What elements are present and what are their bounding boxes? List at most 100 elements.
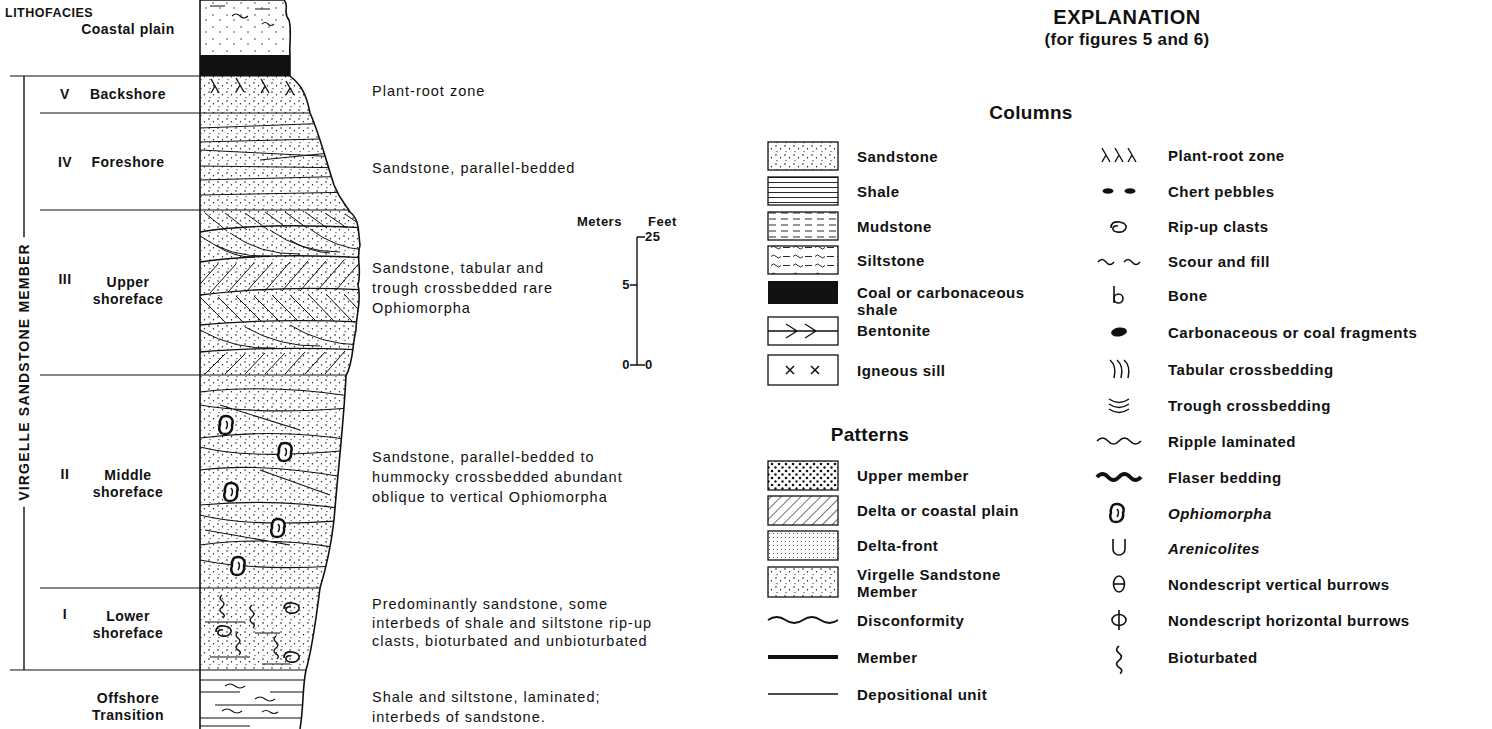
legend-label: Plant-root zone [1168, 147, 1285, 164]
plant-root-symbol [1102, 148, 1110, 162]
coal-bed [200, 55, 370, 76]
scale-unit: Feet [648, 214, 677, 230]
arenicolites-symbol [1113, 539, 1125, 555]
delta-front-swatch [768, 531, 838, 560]
unit-number: I [63, 606, 67, 623]
scour-fill-symbol [1098, 260, 1140, 265]
legend-label: Tabular crossbedding [1168, 361, 1334, 378]
legend-label: Arenicolites [1168, 540, 1260, 557]
offshore-laminae [200, 680, 310, 726]
column-outline [200, 0, 360, 729]
lower-shoreface-marks [220, 595, 224, 618]
disconformity-line [768, 617, 838, 623]
legend-label: Carbonaceous or coal fragments [1168, 324, 1417, 341]
upper-shoreface-crossbedding [205, 212, 365, 231]
offshore-laminae [200, 680, 310, 726]
ophiomorpha-burrows [231, 557, 244, 575]
chert-pebble-symbol [1103, 188, 1136, 194]
sandstone-swatch [768, 142, 838, 170]
upper-shoreface-crossbedding [200, 325, 360, 348]
facies-description: Sandstone, tabular and trough crossbedde… [372, 258, 577, 318]
scale-number: 0 [622, 357, 630, 373]
delta-coastal-plain-swatch [768, 496, 838, 525]
upper-shoreface-crossbedding [200, 229, 365, 257]
column-heading: LITHOFACIES [5, 5, 93, 21]
ophiomorpha-burrows [278, 443, 291, 461]
member-name: VIRGELLE SANDSTONE MEMBER [16, 243, 32, 501]
lithofacies-name: Foreshore [92, 154, 165, 171]
vertical-burrow-symbol [1114, 576, 1125, 592]
upper-shoreface-crossbedding [192, 260, 362, 293]
plant-root-marks [211, 79, 219, 93]
unit-number: IV [58, 154, 72, 171]
middle-shoreface-hummocky-bedding [200, 389, 350, 568]
plant-root-symbol [1115, 148, 1123, 162]
unit-number: II [61, 466, 70, 483]
foreshore-bedding [200, 122, 360, 195]
legend-label: Bentonite [857, 322, 931, 339]
upper-shoreface-crossbedding [192, 212, 368, 374]
middle-shoreface-hummocky-bedding [200, 389, 350, 568]
plant-root-symbol [1102, 148, 1136, 162]
lower-shoreface-marks [284, 652, 299, 662]
flaser-symbol [1097, 474, 1141, 480]
plant-root-marks [286, 81, 294, 95]
bone-symbol [1114, 286, 1123, 303]
member-bracket [23, 76, 24, 237]
coastal-plain-marks [210, 6, 274, 26]
bioturbated-symbol [1117, 646, 1122, 674]
upper-member-swatch [768, 461, 838, 490]
legend-label: Disconformity [857, 612, 964, 629]
legend-samples [768, 142, 838, 694]
legend-label: Siltstone [857, 252, 925, 269]
legend-label: Upper member [857, 467, 969, 484]
unit-boundaries [200, 76, 370, 670]
ophiomorpha-burrows [219, 416, 291, 575]
plant-root-marks [261, 79, 269, 93]
ophiomorpha-symbol [1110, 504, 1123, 522]
legend-label: Mudstone [857, 218, 932, 235]
legend-label: Ripple laminated [1168, 433, 1296, 450]
upper-shoreface-crossbedding [205, 351, 345, 374]
sandstone-fill [200, 76, 370, 670]
plant-root-symbol [1128, 148, 1136, 162]
ophiomorpha-burrows [219, 416, 232, 434]
coastal-plain-fill [200, 0, 370, 55]
lithofacies-name: Backshore [90, 86, 166, 103]
scale-bar [630, 237, 645, 365]
trough-crossbedding-symbol [1109, 399, 1129, 413]
lower-shoreface-marks [250, 605, 254, 628]
horizontal-burrow-symbol [1112, 610, 1126, 630]
legend-label: Scour and fill [1168, 253, 1270, 270]
legend-label: Virgelle Sandstone Member [857, 566, 1052, 600]
legend-label: Nondescript vertical burrows [1168, 576, 1390, 593]
scale-number: 0 [645, 357, 653, 373]
member-bracket [23, 507, 24, 670]
lithofacies-name: Middle shoreface [73, 467, 183, 501]
legend-label: Trough crossbedding [1168, 397, 1331, 414]
bone-symbol [1114, 294, 1123, 303]
legend-label: Nondescript horizontal burrows [1168, 612, 1410, 629]
facies-description: Predominantly sandstone, some interbeds … [372, 595, 657, 651]
facies-description: Sandstone, parallel-bedded to hummocky c… [372, 447, 634, 507]
legend-title: EXPLANATION [1053, 5, 1200, 29]
igneous-sill-swatch [768, 355, 838, 385]
legend-label: Bioturbated [1168, 649, 1258, 666]
chert-pebble-symbol [1125, 188, 1136, 194]
bioturbated-symbol [1117, 646, 1122, 674]
unit-boundaries [200, 76, 370, 670]
legend-label: Flaser bedding [1168, 469, 1282, 486]
legend-label: Bone [1168, 287, 1208, 304]
lower-shoreface-marks [236, 632, 240, 655]
lower-shoreface-marks [274, 636, 278, 659]
facies-description: Plant-root zone [372, 81, 485, 101]
igneous-sill-swatch [786, 366, 819, 374]
unit-number: V [60, 86, 70, 103]
legend-swatch [768, 281, 838, 304]
legend-label: Ophiomorpha [1168, 505, 1272, 522]
lithofacies-name: Coastal plain [78, 21, 178, 38]
offshore-laminae [222, 684, 278, 714]
bentonite-swatch [768, 317, 838, 345]
legend-subtitle: (for figures 5 and 6) [1045, 30, 1210, 50]
legend-symbols [1097, 148, 1141, 674]
